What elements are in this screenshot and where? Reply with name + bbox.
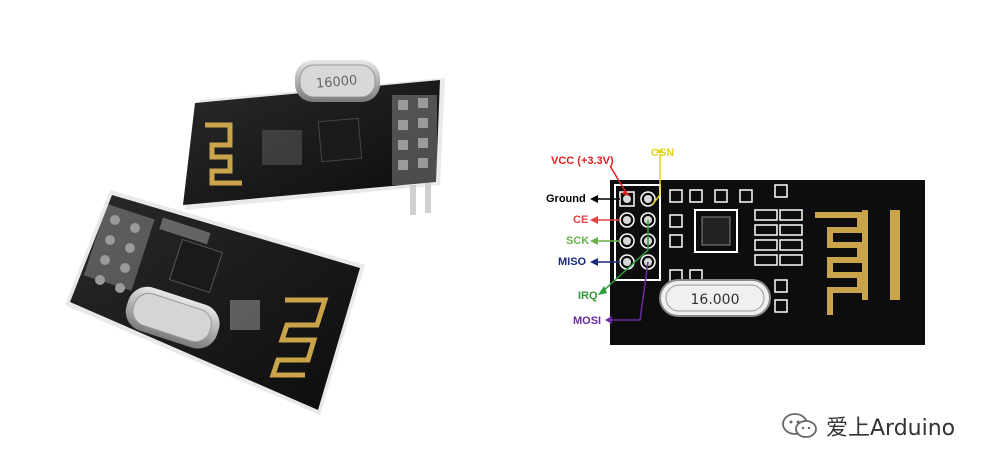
pin-label-ground: Ground <box>546 193 586 205</box>
crystal-text: 16.000 <box>691 292 740 308</box>
watermark-text: 爱上Arduino <box>826 416 956 441</box>
pcb-board <box>610 180 925 345</box>
watermark: 爱上Arduino <box>780 410 955 442</box>
bottom-module <box>65 190 365 415</box>
pin-label-csn: CSN <box>651 147 675 159</box>
pin-label-vcc: VCC (+3.3V) <box>551 155 614 167</box>
pin-label-ce: CE <box>573 214 589 226</box>
pin-label-irq: IRQ <box>578 290 598 302</box>
pin-label-miso: MISO <box>558 256 587 268</box>
pin-label-sck: SCK <box>566 235 590 247</box>
antenna <box>815 212 863 315</box>
top-module: 16000 <box>183 60 445 215</box>
wechat-icon <box>782 413 817 438</box>
crystal <box>659 279 771 317</box>
top-crystal-text: 16000 <box>315 73 358 92</box>
module-photo: 16000 <box>65 60 445 415</box>
pin-label-mosi: MOSI <box>573 315 602 327</box>
pinout-diagram: 16.000 <box>590 150 925 345</box>
